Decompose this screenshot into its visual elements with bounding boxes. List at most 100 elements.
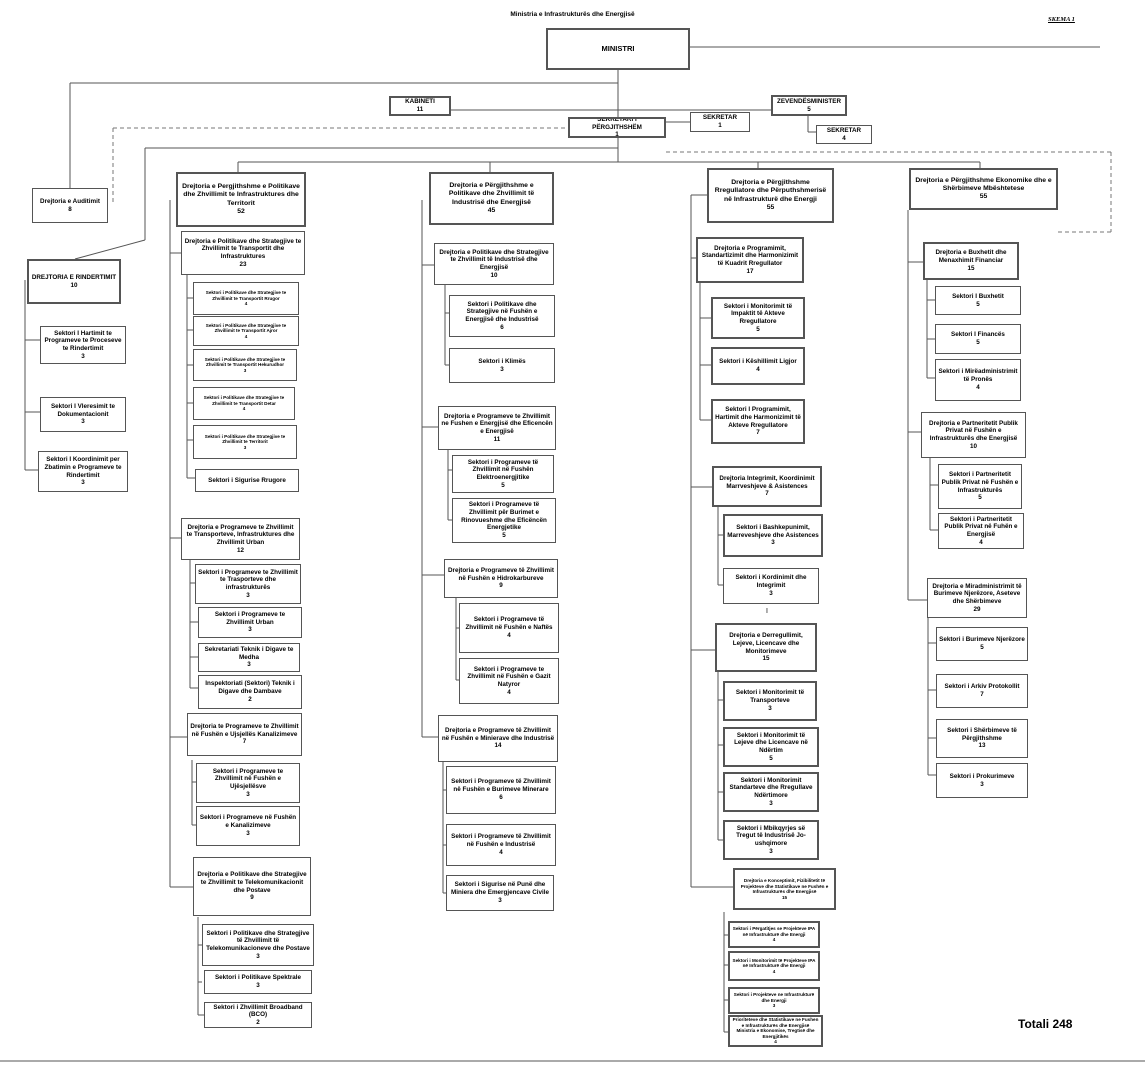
unit-count: 3 [256, 952, 260, 960]
unit-count: 5 [769, 754, 773, 762]
unit-count: 4 [979, 538, 983, 546]
unit-count: 5 [756, 325, 760, 333]
unit-count: 10 [969, 442, 977, 450]
unit-count: 12 [236, 546, 244, 554]
unit-count: 3 [243, 444, 247, 450]
unit-count: 3 [243, 367, 247, 373]
unit-name: Sektori i Programeve të Zhvillimit në Fu… [451, 778, 551, 794]
unit-s-rrugor: Sektori i Politikave dhe Strategjive te … [193, 282, 299, 315]
unit-name: ZEVENDËSMINISTER [776, 97, 842, 105]
unit-count: 3 [769, 847, 773, 855]
unit-name: Sektori i Zhvillimit Broadband (BCO) [213, 1003, 303, 1019]
unit-count: 3 [772, 1003, 776, 1009]
unit-count: 5 [976, 300, 980, 308]
unit-count: 3 [980, 780, 984, 788]
unit-name: Drejtoria te Programeve te Zhvillimit në… [190, 722, 299, 738]
unit-count: 3 [248, 626, 252, 634]
unit-d-programimit: Drejtoria e Programimit, Standartizimit … [696, 237, 804, 283]
unit-s-partneritetit-infra: Sektori i Partneritetit Publik Privat në… [938, 464, 1022, 509]
unit-name: Sektori i Kordinimit dhe Integrimit [735, 574, 807, 590]
unit-count: 7 [765, 490, 769, 498]
unit-s-telekom: Sektori i Politikave dhe Strategjive të … [202, 924, 314, 966]
unit-name: SEKRETAR [702, 114, 738, 122]
unit-name: Drejtoria e Auditimit [40, 197, 100, 205]
unit-count: 3 [81, 479, 85, 487]
unit-name: Drejtoria e Programeve te Zhvillimit te … [186, 523, 295, 546]
unit-name: SEKRETAR [826, 126, 862, 134]
unit-count: 5 [978, 494, 982, 502]
unit-d-strategji-industri: Drejtoria e Politikave dhe Strategjive t… [434, 243, 554, 285]
unit-name: SEKRETARI I PËRGJITHSHËM [592, 117, 642, 131]
unit-count: 8 [68, 205, 72, 213]
unit-count: 5 [976, 339, 980, 346]
unit-name: Sektori I Programimit, Hartimit dhe Harm… [715, 406, 801, 429]
unit-count: 9 [499, 582, 503, 590]
unit-count: 4 [244, 301, 248, 307]
unit-count: 7 [756, 429, 760, 437]
unit-name: Sektori i Politikave dhe Strategjive te … [204, 433, 286, 445]
unit-count: 14 [494, 742, 502, 750]
unit-count: 1 [718, 122, 722, 129]
unit-name: Sektori i Klimës [478, 357, 526, 365]
schema-label: SKEMA 1 [1048, 16, 1075, 23]
unit-s-ujesjellesve: Sektori i Programeve te Zhvillimit në Fu… [196, 763, 300, 803]
total-label: Totali 248 [1018, 1017, 1073, 1031]
unit-name: Drejtoria e Programimit, Standartizimit … [701, 244, 799, 267]
unit-count: 4 [772, 937, 776, 943]
unit-s-ipa-monitorimit: Sektori i Monitorimit të Projekteve IPA … [728, 951, 820, 981]
unit-s-projekteve: Sektori i Projekteve ne Infrastrukturë d… [728, 987, 820, 1014]
unit-name: Sektori i Monitorimit të Lejeve dhe Lice… [734, 731, 808, 754]
unit-count: 55 [979, 193, 988, 201]
page-title: Ministria e Infrastrukturës dhe Energjis… [510, 11, 635, 18]
unit-count: 5 [502, 532, 506, 539]
unit-name: Sektori i Burimeve Njerëzore [939, 636, 1025, 644]
unit-name: Sektori i Programeve të Zhvillimit për B… [461, 501, 547, 532]
unit-s-burimet: Sektori i Programeve të Zhvillimit për B… [452, 498, 556, 543]
unit-count: 7 [242, 738, 247, 746]
unit-count: 4 [976, 383, 980, 391]
unit-s-territor: Sektori i Politikave dhe Strategjive te … [193, 425, 297, 459]
unit-r-hartimi: Sektori I Hartimit te Programeve te Proc… [40, 326, 126, 364]
unit-s-urban: Sektori i Programeve te Zhvillimit Urban… [198, 607, 302, 638]
unit-name: Sektori I Koordinimit per Zbatimin e Pro… [44, 456, 122, 479]
unit-s-gazit: Sektori i Programeve te Zhvillimit në Fu… [459, 658, 559, 704]
unit-d-integrimit: Drejtoria Integrimit, Koordinimit Marrve… [712, 466, 822, 507]
unit-d-hidrokarbure: Drejtoria e Programeve të Zhvillimit në … [444, 559, 558, 598]
unit-name: Drejtoria e Konceptimit, Fizibilitetit t… [740, 878, 829, 894]
unit-count: 11 [416, 106, 424, 113]
unit-name: KABINETI [405, 98, 435, 106]
unit-count: 10 [490, 271, 498, 279]
unit-ministri: MINISTRI [546, 28, 690, 70]
unit-d-minerare: Drejtoria e Programeve të Zhvillimit në … [438, 715, 558, 762]
unit-name: Drejtoria e Pergjithshme e Politikave dh… [182, 182, 300, 207]
unit-name: Drejtoria e Politikave dhe Strategjive t… [184, 237, 302, 260]
unit-s-hartimit-akteve: Sektori I Programimit, Hartimit dhe Harm… [711, 399, 805, 444]
unit-s-mon-lejeve: Sektori i Monitorimit të Lejeve dhe Lice… [723, 727, 819, 767]
unit-name: Inspektoriati (Sektori) Teknik i Digave … [205, 680, 295, 696]
unit-s-detar: Sektori i Politikave dhe Strategjive te … [193, 387, 295, 420]
unit-name: Drejtoria Integrimit, Koordinimit Marrve… [719, 474, 815, 490]
unit-count: 3 [771, 539, 775, 547]
unit-s-sigurise-rrugore: Sektori i Sigurise Rrugore [195, 469, 299, 492]
unit-count: 3 [498, 896, 502, 904]
unit-name: Sektori i Programeve te Zhvillimit në Fu… [212, 767, 284, 790]
unit-dp-rregullatore: Drejtoria e Përgjithshme Rregullatore dh… [707, 168, 834, 223]
unit-s-monitorimit-impaktit: Sektori i Monitorimit të Impaktit të Akt… [711, 297, 805, 339]
unit-count: 5 [980, 644, 984, 651]
unit-r-koordinimi: Sektori I Koordinimit per Zbatimin e Pro… [38, 451, 128, 492]
unit-count: 4 [499, 848, 503, 856]
unit-name: Sektori i Politikave Spektrale [214, 974, 302, 982]
unit-name: Sektori i Këshillimit Ligjor [719, 358, 797, 366]
unit-count: 4 [242, 406, 246, 412]
unit-name: Sektori i Mirëadministrimit të Pronës [938, 368, 1018, 384]
unit-name: MINISTRI [601, 44, 635, 54]
